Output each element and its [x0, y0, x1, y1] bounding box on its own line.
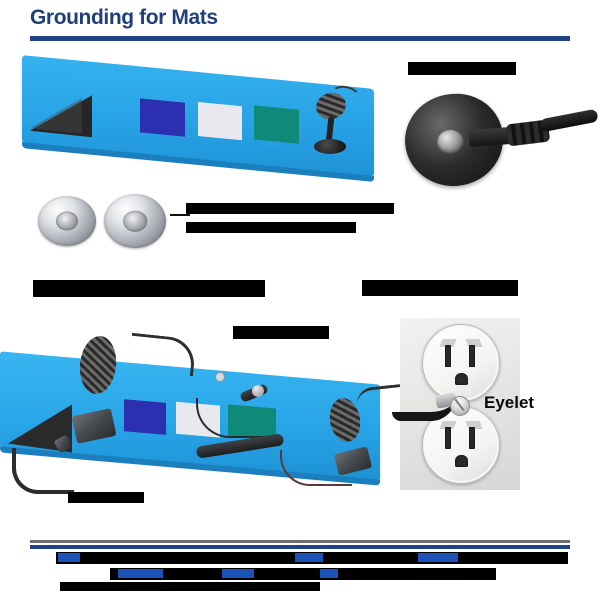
outlet-ground-hole-2 [455, 455, 468, 467]
snap-stud-base [314, 139, 346, 154]
swatch-teal [254, 105, 299, 144]
footer-link-4[interactable] [118, 569, 163, 578]
outlet-slot-right-2 [469, 427, 475, 449]
ground-cord-right-tail [280, 450, 352, 486]
footer-link-5[interactable] [222, 569, 254, 578]
redacted-bottom-mat-caption [68, 492, 144, 503]
redacted-center-caption [233, 326, 329, 339]
figure-outlet [392, 318, 520, 490]
swatch-blue [140, 98, 185, 137]
outlet-slot-left-2 [445, 427, 451, 449]
snap-half-male [104, 194, 166, 248]
footer-link-1[interactable] [58, 553, 80, 562]
wrist-strap-clip [215, 372, 225, 382]
outlet-slot-right [469, 345, 475, 367]
footer-link-2[interactable] [295, 553, 323, 562]
figure-snap-closeup [395, 88, 599, 193]
footer-link-6[interactable] [320, 569, 338, 578]
wrist-strap-cord [128, 332, 197, 377]
redacted-heading-bottom-right [362, 280, 518, 296]
footer-divider-blue [30, 545, 570, 549]
redacted-footer-row-2 [110, 568, 496, 580]
redacted-heading-snap [408, 62, 516, 75]
eyelet-label: Eyelet [484, 393, 535, 412]
swatch-white [198, 102, 242, 141]
page-title: Grounding for Mats [30, 6, 218, 29]
wrist-strap-snap [252, 385, 264, 397]
mat-folded-corner-highlight [30, 92, 82, 134]
title-divider [30, 36, 570, 41]
footer-divider-gray [30, 540, 570, 543]
redacted-footer-row-3 [60, 582, 320, 591]
outlet-slot-left [445, 345, 451, 367]
redacted-snap-callout-1 [186, 203, 394, 214]
ground-cord-left-tail [12, 448, 74, 494]
redacted-snap-callout-2 [186, 222, 356, 233]
snap-cable [539, 108, 599, 133]
snap-metal-stud [437, 130, 464, 155]
ground-cord-to-outlet [392, 396, 456, 421]
outlet-receptacle-top [422, 324, 500, 402]
redacted-heading-bottom-left [33, 280, 265, 297]
callout-leader-line [170, 214, 190, 216]
footer-link-3[interactable] [418, 553, 458, 562]
snap-half-female [38, 196, 96, 246]
outlet-ground-hole [455, 373, 468, 385]
swatch-blue-2 [124, 399, 166, 435]
